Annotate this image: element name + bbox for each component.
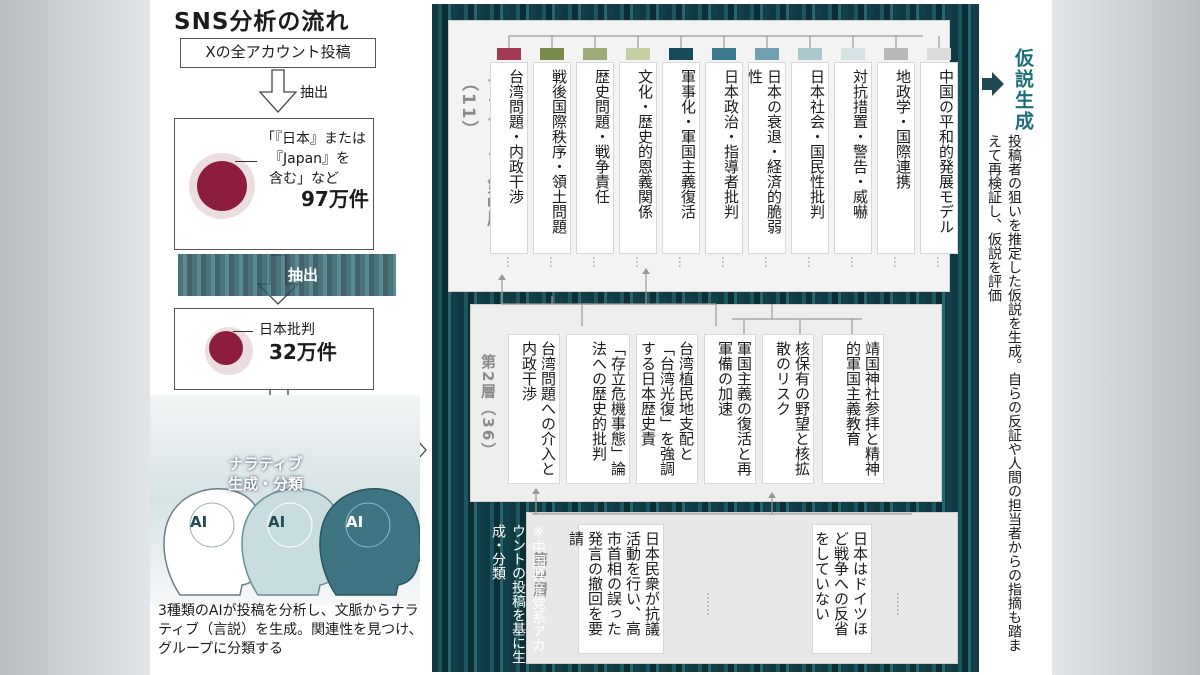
- layer1-swatch: [884, 48, 908, 60]
- extract-label-1: 抽出: [300, 85, 328, 101]
- step2-text: 日本批判 32万件: [259, 322, 337, 364]
- step1-text: 「『日本』または 『Japan』を 含む」など 97万件: [261, 131, 369, 211]
- layer1-swatch: [583, 48, 607, 60]
- step2-circle: [209, 331, 243, 365]
- connector-arrowhead: [768, 492, 776, 498]
- layer1-card: 戦後国際秩序・領土問題: [533, 62, 571, 254]
- layer1-swatch: [841, 48, 865, 60]
- layer1-swatch: [798, 48, 822, 60]
- layer1-card: 日本の衰退・経済的脆弱性: [746, 62, 786, 254]
- layer2-card: 核保有の野望と核拡散のリスク: [762, 334, 814, 484]
- layer1-card: 地政学・国際連携: [877, 62, 915, 254]
- layer2-card: 軍国主義の復活と再軍備の加速: [704, 334, 756, 484]
- layer1-swatch: [626, 48, 650, 60]
- hypothesis-title: 仮説生成: [1012, 48, 1034, 132]
- layer2-label: 第2層（36）: [479, 354, 497, 460]
- page-title: SNS分析の流れ: [174, 9, 350, 35]
- ai-badge-2: AI: [268, 513, 286, 531]
- ai-badge-1: AI: [190, 513, 208, 531]
- head-3: [319, 488, 423, 596]
- connector-arrowhead: [642, 268, 650, 274]
- layer2-card: 靖国神社参拝と精神的軍国主義教育: [822, 334, 884, 484]
- layer1-card: 軍事化・軍国主義復活: [662, 62, 700, 254]
- layer1-card: 日本社会・国民性批判: [791, 62, 829, 254]
- layer1-swatch: [755, 48, 779, 60]
- ai-badge-3: AI: [346, 513, 364, 531]
- step2-box: 日本批判 32万件: [174, 308, 374, 390]
- layer1-card: 文化・歴史的恩義関係: [619, 62, 657, 254]
- hypothesis-arrow: [982, 72, 1004, 96]
- connector-arrowhead: [498, 274, 506, 280]
- ai-title: ナラティブ 生成・分類: [228, 455, 304, 493]
- layer3-card: 日本民衆が抗議活動を行い、高市首相の誤った発言の撤回を要請: [567, 524, 664, 654]
- extract-label-2: 抽出: [288, 266, 319, 284]
- layer1-swatch: [927, 48, 951, 60]
- layer2-card: 台湾植民地支配と「台湾光復」を強調する日本歴史責: [636, 334, 698, 484]
- source-box: Xの全アカウント投稿: [180, 38, 376, 68]
- ai-illustration: AI AI AI: [150, 395, 423, 605]
- step1-circle: [197, 161, 247, 211]
- narrative-panel: ナラティブ 第1層（11） 台湾問題・内政干渉…戦後国際秩序・領土問題…歴史問題…: [432, 4, 979, 672]
- layer3-card: 日本はドイツほど戦争への反省をしていない: [812, 524, 872, 654]
- layer3-label: 第3層: [531, 552, 549, 599]
- layer1-swatch: [540, 48, 564, 60]
- hypothesis-description: 投稿者の狙いを推定した仮説を生成。自らの反証や人間の担当者からの指摘も踏まえて再…: [986, 134, 1022, 652]
- layer1-swatch: [497, 48, 521, 60]
- step1-box: 「『日本』または 『Japan』を 含む」など 97万件: [174, 118, 374, 250]
- layer1-card: 中国の平和的発展モデル: [920, 62, 958, 254]
- layer1-card: 歴史問題・戦争責任: [576, 62, 614, 254]
- layer2-card: 台湾問題への介入と内政干渉: [508, 334, 560, 484]
- left-margin: [0, 0, 150, 675]
- source-note: ※中国共産党系アカウントの投稿を基に生成・分類: [490, 524, 546, 664]
- ai-description: 3種類のAIが投稿を分析し、文脈からナラティブ（言説）を生成。関連性を見つけ、グ…: [158, 603, 423, 657]
- layer1-swatch: [669, 48, 693, 60]
- processing-band: [178, 254, 396, 296]
- layer1-card: 対抗措置・警告・威嚇: [834, 62, 872, 254]
- infographic: SNS分析の流れ Xの全アカウント投稿 抽出 「『日本』または 『Japan』を…: [150, 0, 1052, 675]
- layer1-card: 台湾問題・内政干渉: [490, 62, 528, 254]
- layer1-card: 日本政治・指導者批判: [705, 62, 743, 254]
- down-arrow-1: [258, 69, 298, 113]
- right-margin: [1052, 0, 1200, 675]
- hierarchy-connectors: [498, 35, 940, 515]
- layer2-card: 「存立危機事態」論法への歴史的批判: [566, 334, 630, 484]
- connector-arrowhead: [532, 488, 540, 494]
- layer1-swatch: [712, 48, 736, 60]
